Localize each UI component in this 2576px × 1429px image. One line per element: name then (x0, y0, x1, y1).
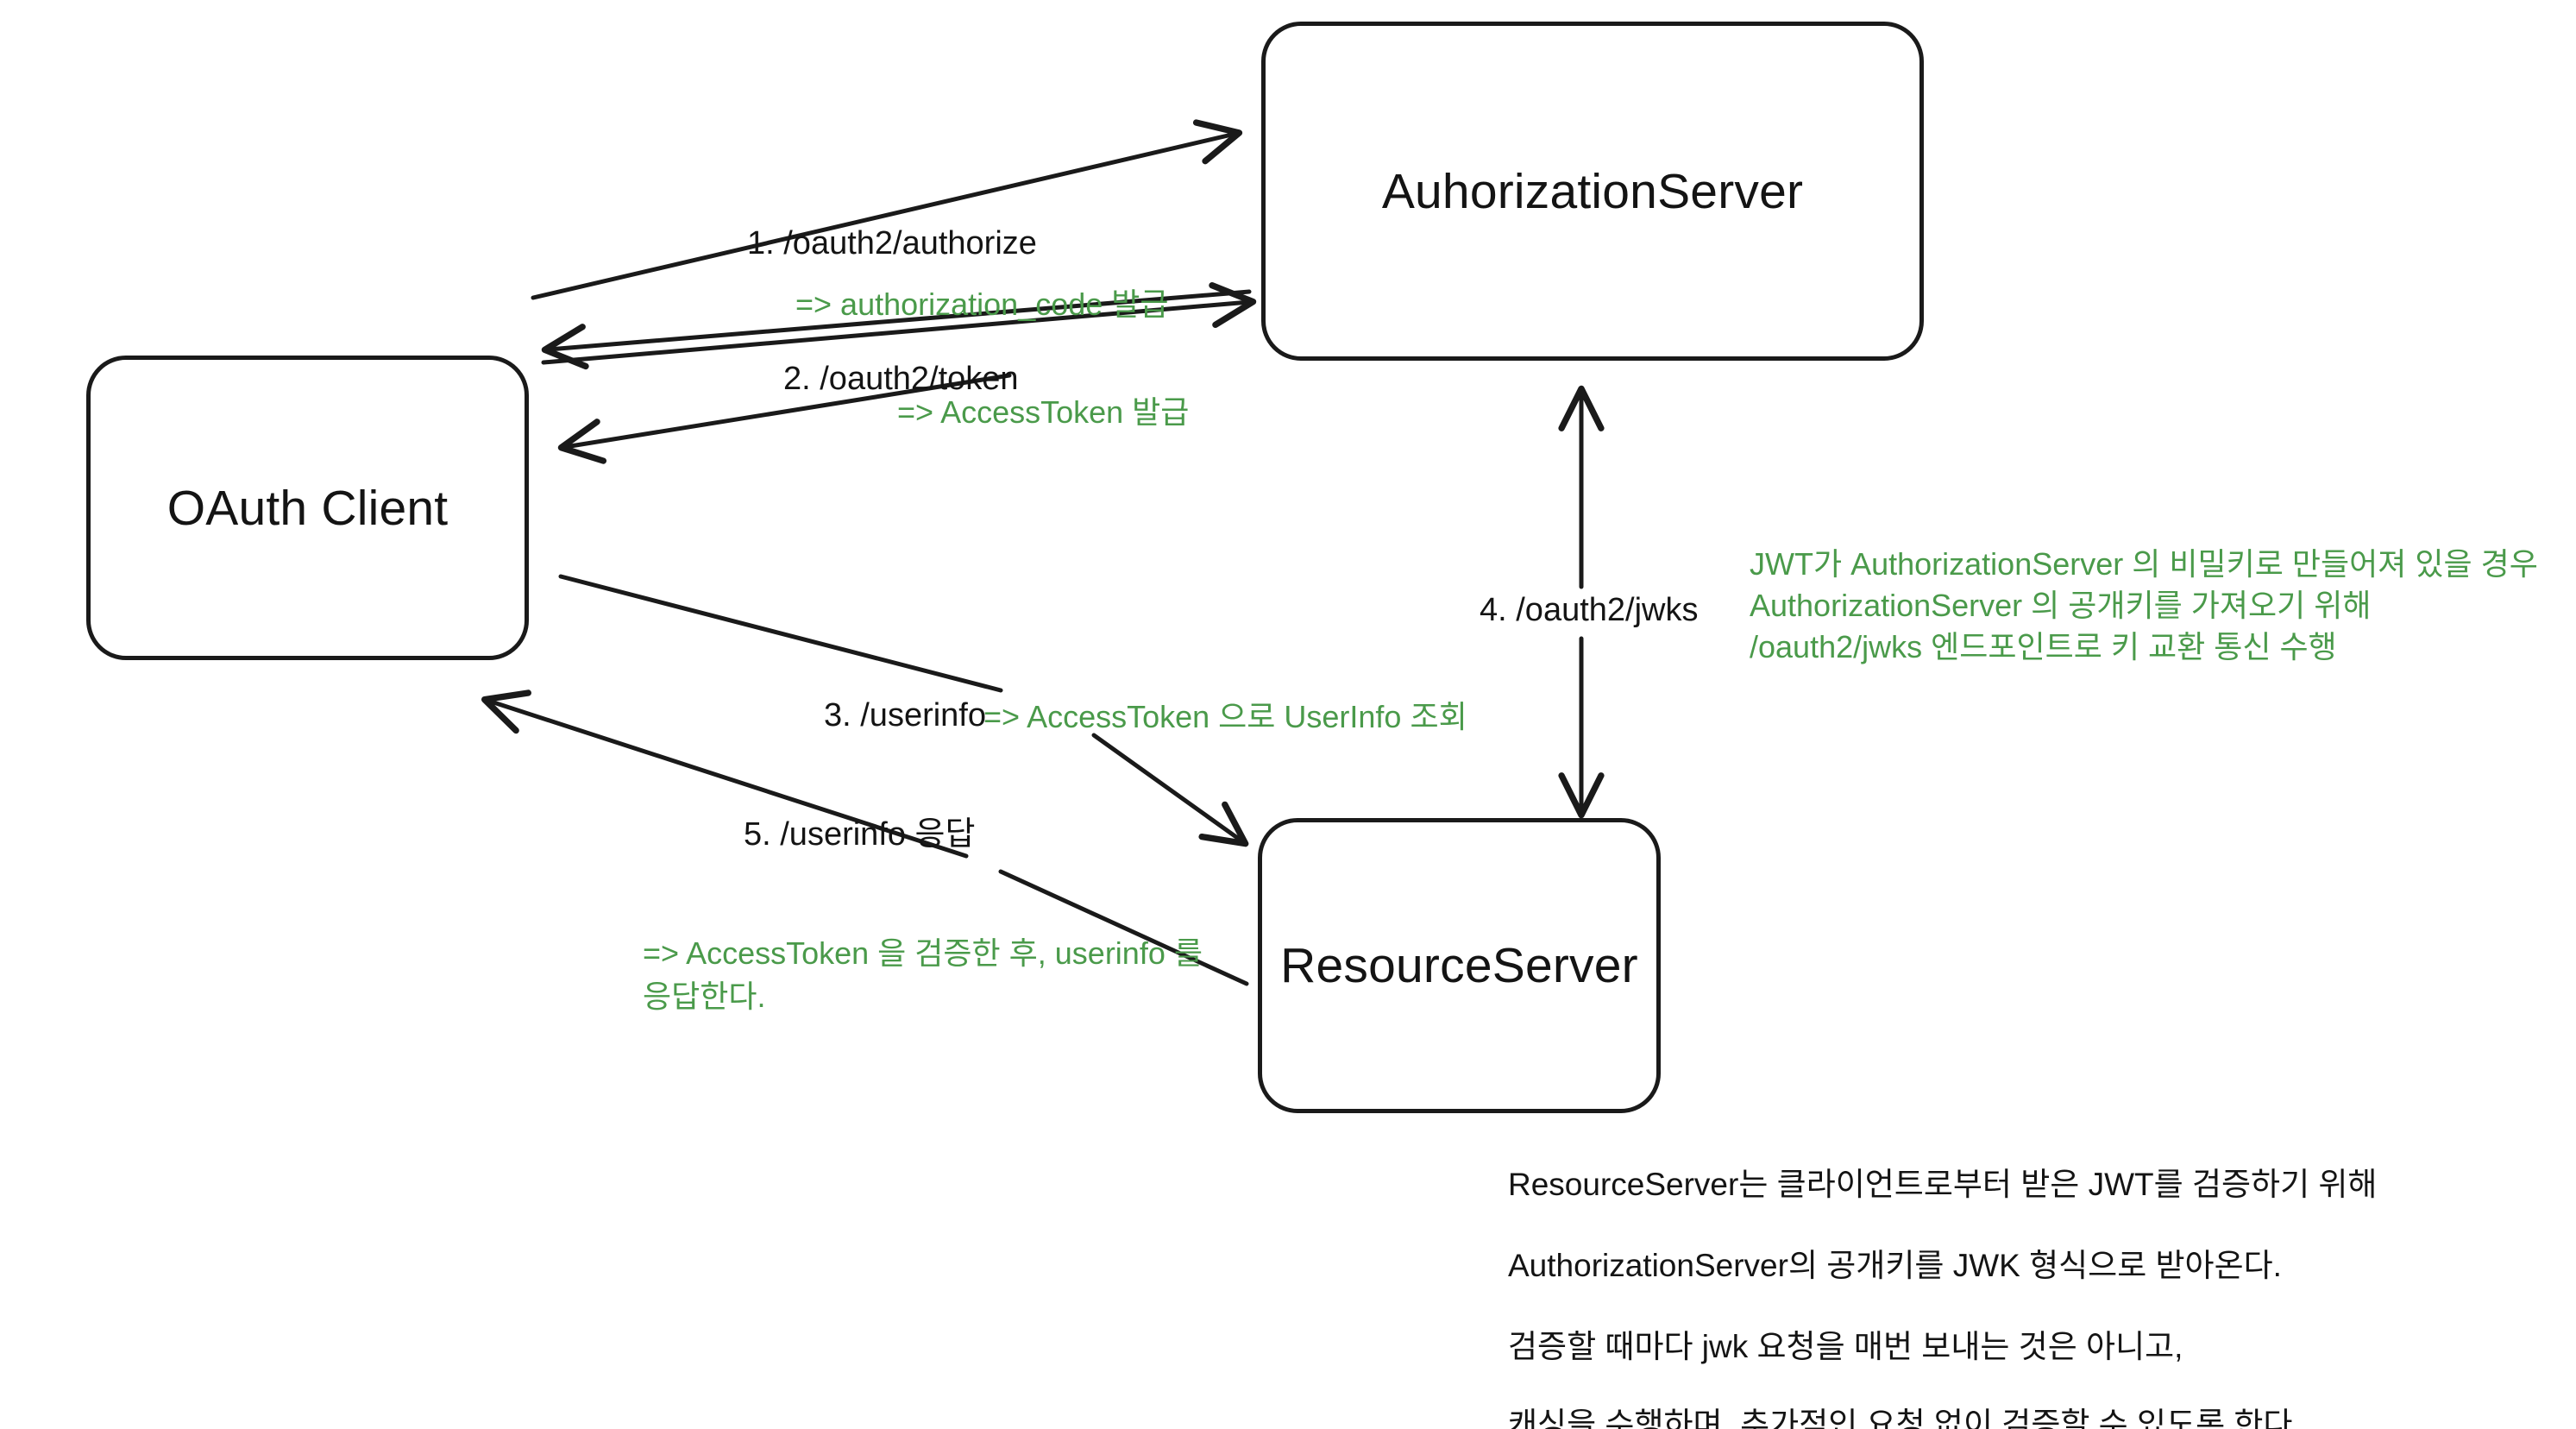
jwks-note-line-2: AuthorizationServer 의 공개키를 가져오기 위해 (1750, 588, 2372, 624)
bottom-note-line-2: AuthorizationServer의 공개키를 JWK 형식으로 받아온다. (1508, 1248, 2282, 1283)
node-oauth-client[interactable]: OAuth Client (86, 356, 529, 660)
edge-label-step3-note: => AccessToken 으로 UserInfo 조회 (983, 699, 1467, 734)
node-resource-server[interactable]: ResourceServer (1258, 818, 1661, 1113)
edge-label-step5-note-line1: => AccessToken 을 검증한 후, userinfo 를 (643, 935, 1203, 971)
jwks-note-block: JWT가 AuthorizationServer 의 비밀키로 만들어져 있을 … (1750, 544, 2538, 669)
edge-label-step1-note: => authorization_code 발급 (795, 286, 1169, 322)
node-authorization-server[interactable]: AuhorizationServer (1261, 22, 1924, 361)
edge-label-step2-note: => AccessToken 발급 (897, 394, 1190, 430)
edge-label-step5-note-line2: 응답한다. (643, 979, 766, 1014)
bottom-note-line-1: ResourceServer는 클라이언트로부터 받은 JWT를 검증하기 위해 (1508, 1167, 2378, 1202)
edge-label-step5: 5. /userinfo 응답 (744, 816, 976, 853)
edge-label-step2: 2. /oauth2/token (783, 361, 1019, 397)
jwks-note-line-1: JWT가 AuthorizationServer 의 비밀키로 만들어져 있을 … (1750, 546, 2538, 582)
arrow-authorize-request (531, 119, 1243, 300)
bottom-note-line-3: 검증할 때마다 jwk 요청을 매번 보내는 것은 아니고, (1508, 1329, 2183, 1364)
node-authorization-server-label: AuhorizationServer (1381, 163, 1804, 219)
node-resource-server-label: ResourceServer (1280, 938, 1638, 993)
bottom-note-line-4: 캐싱을 수행하며, 추가적인 요청 없이 검증할 수 있도록 한다. (1508, 1407, 2302, 1429)
edge-label-step4: 4. /oauth2/jwks (1480, 592, 1699, 628)
edge-label-step1: 1. /oauth2/authorize (747, 225, 1037, 261)
edge-label-step3: 3. /userinfo (824, 697, 986, 733)
node-oauth-client-label: OAuth Client (166, 480, 449, 536)
jwks-note-line-3: /oauth2/jwks 엔드포인트로 키 교환 통신 수행 (1750, 629, 2337, 665)
